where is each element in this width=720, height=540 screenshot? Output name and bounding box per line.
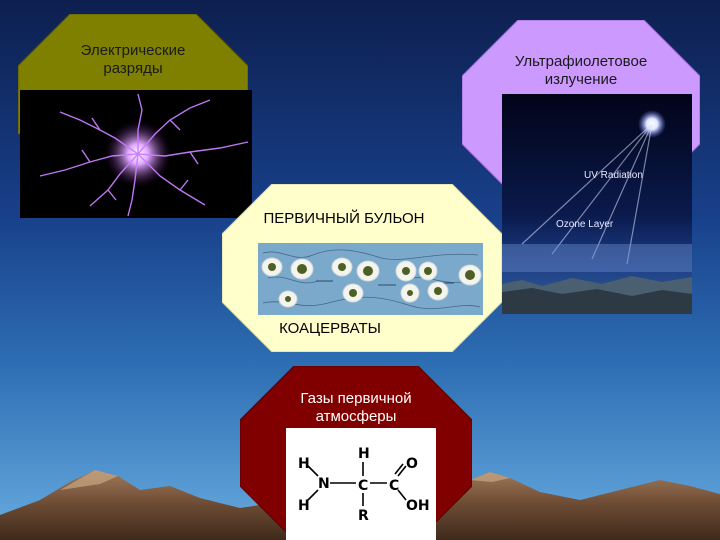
formula-h1: H: [298, 456, 310, 472]
amino-acid-structure: H H N H C R C O OH: [298, 446, 430, 524]
uv-label: Ультрафиолетовое излучение: [514, 53, 648, 88]
uv-radiation-text: UV Radiation: [584, 170, 643, 181]
electric-label: Электрические разряды: [80, 42, 186, 77]
gases-label: Газы первичной атмосферы: [300, 390, 412, 425]
formula-r: R: [358, 508, 369, 524]
ozone-layer-text: Ozone Layer: [556, 219, 614, 230]
coacervate-droplets-illustration: [261, 249, 482, 310]
formula-h2: H: [298, 498, 310, 514]
uv-ozone-illustration: UV Radiation Ozone Layer: [502, 110, 692, 314]
uv-radiation-photo: UV Radiation Ozone Layer: [502, 94, 692, 314]
plasma-ball-illustration: [39, 93, 249, 217]
formula-o: O: [406, 456, 418, 472]
formula-h-top: H: [358, 446, 370, 462]
amino-acid-formula: H H N H C R C O OH: [286, 428, 436, 540]
lightning-photo: [20, 90, 252, 218]
coacervates-image: [258, 243, 483, 315]
formula-oh: OH: [406, 498, 430, 514]
broth-title: ПЕРВИЧНЫЙ БУЛЬОН: [263, 210, 425, 227]
mountain-landscape: [0, 470, 720, 540]
formula-c1: C: [358, 478, 368, 494]
formula-n: N: [318, 476, 330, 492]
formula-c2: C: [389, 478, 399, 494]
coacervates-label: КОАЦЕРВАТЫ: [279, 320, 381, 337]
